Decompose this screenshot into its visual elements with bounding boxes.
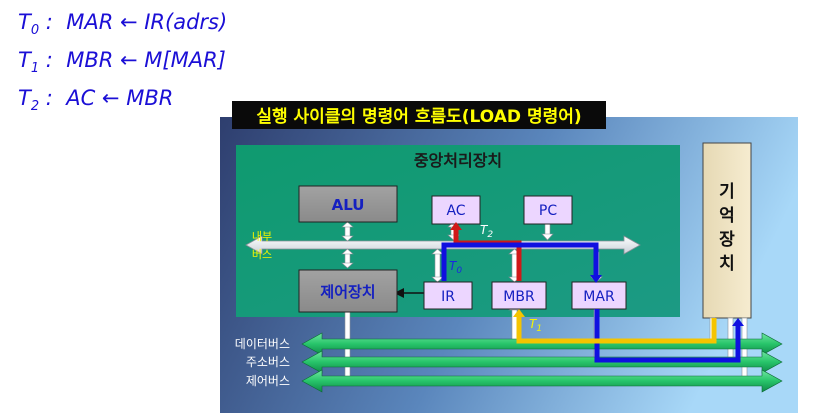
title-banner (232, 101, 606, 129)
internal-bus-label-1: 내부 (252, 230, 272, 243)
ac-label: AC (446, 203, 465, 219)
step-t2-sub: 2 (30, 99, 40, 115)
t1-label-name: T (529, 317, 538, 331)
mar-label: MAR (583, 289, 615, 305)
cpu-label: 중앙처리장치 (414, 151, 502, 170)
diagram-title: 실행 사이클의 명령어 흐름도(LOAD 명령어) (256, 106, 581, 127)
step-t2-expr: AC ← MBR (66, 86, 174, 110)
t2-label-sub: 2 (487, 230, 493, 240)
step-t1-name: T (18, 48, 31, 72)
t1-address-path (594, 309, 741, 363)
t1-label-sub: 1 (536, 324, 542, 334)
step-t0-name: T (18, 10, 31, 34)
alu-label: ALU (332, 196, 365, 214)
step-t1: T1 : MBR ← M[MAR] (18, 48, 226, 77)
mar-register (571, 281, 627, 310)
step-t1-sub: 1 (30, 61, 40, 77)
data-bus-label: 데이터버스 (235, 337, 290, 351)
t0-path-label: T0 (449, 259, 462, 276)
ir-register (423, 281, 473, 310)
step-t0: T0 : MAR ← IR(adrs) (18, 10, 228, 39)
memory-label-3: 장 (719, 230, 735, 250)
t0-label-sub: 0 (456, 266, 462, 276)
t0-arrowhead (590, 275, 602, 283)
t1-data-path (516, 315, 717, 344)
step-t0-expr: MAR ← IR(adrs) (66, 10, 228, 34)
control-unit-block (298, 269, 398, 313)
address-bus-label: 주소버스 (246, 355, 290, 369)
memory-box (702, 142, 752, 319)
ir-label: IR (441, 289, 455, 305)
t0-path (441, 242, 599, 281)
t1-data-arrowhead (513, 309, 525, 317)
pc-label: PC (539, 203, 557, 219)
step-t2-name: T (18, 86, 31, 110)
pc-register (523, 195, 573, 225)
t0-label-name: T (449, 259, 458, 273)
t2-arrowhead (450, 222, 462, 230)
alu-block (298, 185, 398, 223)
mbr-label: MBR (503, 289, 535, 305)
address-bus (301, 350, 783, 374)
memory-label-2: 억 (719, 206, 735, 226)
t1-address-arrowhead (732, 318, 744, 326)
ac-register (431, 195, 481, 225)
ir-to-control-arrow (394, 288, 424, 298)
control-bus (301, 369, 783, 393)
t1-path-label: T1 (529, 317, 542, 334)
step-t0-sub: 0 (30, 23, 40, 39)
internal-bus-label-2: 버스 (252, 248, 272, 261)
control-bus-label: 제어버스 (246, 374, 290, 388)
memory-label-4: 치 (719, 254, 735, 274)
control-unit-label: 제어장치 (320, 283, 375, 301)
step-t2: T2 : AC ← MBR (18, 86, 174, 115)
step-t1-expr: MBR ← M[MAR] (66, 48, 226, 72)
t2-path-label: T2 (480, 223, 493, 240)
t2-label-name: T (480, 223, 489, 237)
memory-label-1: 기 (719, 182, 735, 202)
